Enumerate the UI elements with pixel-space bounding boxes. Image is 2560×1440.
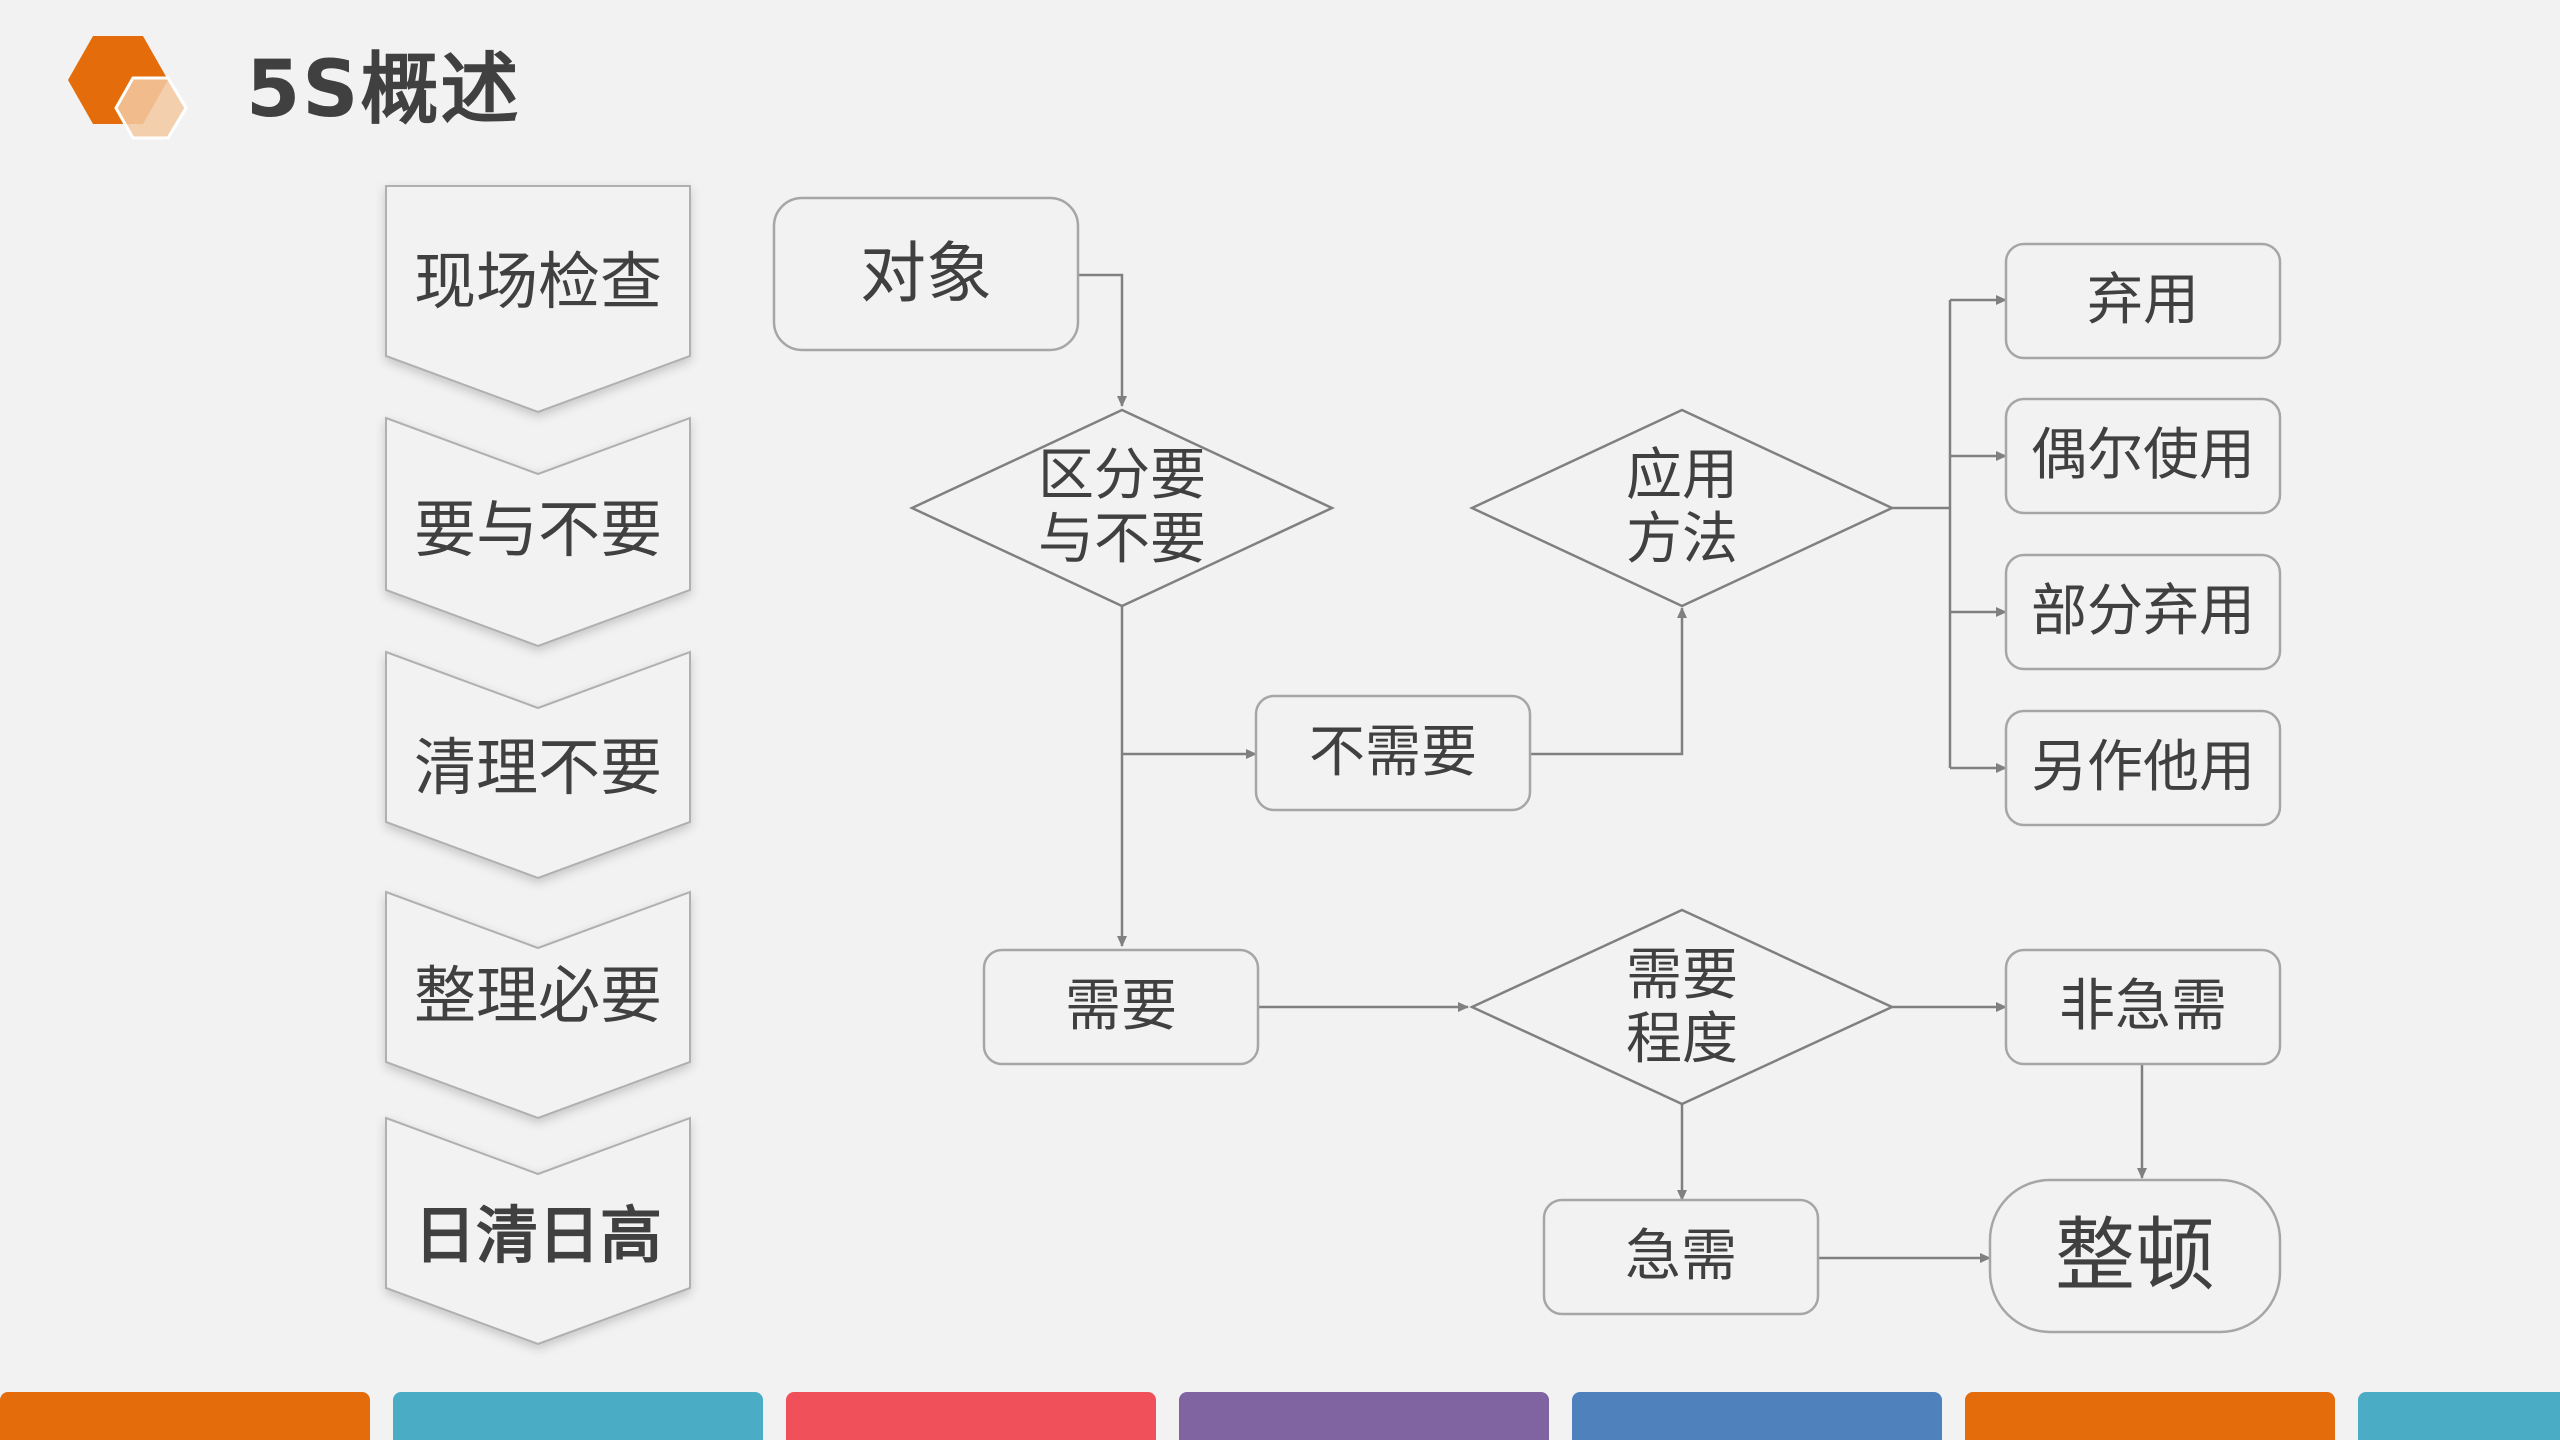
step-label-4: 整理必要 [413, 959, 662, 1032]
not-needed-box [1254, 694, 1532, 812]
object-box [772, 196, 1080, 352]
bottom-bar-3 [786, 1392, 1156, 1440]
step-chevron-3 [385, 650, 691, 880]
step-label-5: 日清日高 [413, 1199, 662, 1272]
apply-method-label: 应用 方法 [1522, 430, 1842, 586]
distinguish-label-line1: 区分要 [1038, 442, 1206, 508]
apply-method-label-line1: 应用 [1626, 442, 1738, 508]
method-box-3 [2004, 553, 2282, 671]
page-title: 5S概述 [246, 45, 521, 135]
method-label-2: 偶尔使用 [2031, 422, 2255, 488]
connector-object-distinguish [1078, 273, 1127, 407]
need-degree-label-line1: 需要 [1626, 942, 1738, 1008]
not-needed-label: 不需要 [1309, 719, 1477, 785]
distinguish-diamond [909, 408, 1335, 608]
step-chevron-4 [385, 890, 691, 1120]
apply-diamond [1469, 408, 1895, 608]
step-label-2: 要与不要 [413, 493, 662, 566]
distinguish-label-line2: 与不要 [1038, 507, 1206, 572]
method-label-3: 部分弃用 [2031, 578, 2255, 644]
method-label-4: 另作他用 [2031, 734, 2255, 800]
bottom-bar-7 [2358, 1392, 2560, 1440]
arrange-label: 整顿 [2055, 1209, 2215, 1302]
method-box-4 [2004, 709, 2282, 827]
urgent-box [1542, 1198, 1820, 1316]
connector-notneeded-apply [1530, 607, 1687, 756]
method-label-1: 弃用 [2087, 267, 2199, 333]
step-chevron-1 [385, 185, 691, 414]
method-box-2 [2004, 397, 2282, 515]
distinguish-label: 区分要 与不要 [962, 430, 1282, 586]
bottom-bar-4 [1179, 1392, 1549, 1440]
method-box-1 [2004, 242, 2282, 360]
bottom-bar-1 [0, 1392, 370, 1440]
non-urgent-label: 非急需 [2059, 973, 2227, 1039]
arrange-box [1988, 1178, 2282, 1334]
bottom-bar-5 [1572, 1392, 1942, 1440]
non-urgent-box [2004, 948, 2282, 1066]
hexagon-logo-icon [68, 36, 188, 140]
bottom-bar-2 [393, 1392, 763, 1440]
need-degree-label-line2: 程度 [1626, 1007, 1738, 1072]
step-chevron-5 [385, 1116, 691, 1346]
needed-box [982, 948, 1260, 1066]
step-label-1: 现场检查 [413, 245, 662, 318]
need-degree-label: 需要 程度 [1522, 930, 1842, 1086]
bottom-bar-6 [1965, 1392, 2335, 1440]
step-label-3: 清理不要 [413, 731, 662, 804]
object-label: 对象 [860, 235, 992, 313]
need-degree-diamond [1469, 908, 1895, 1106]
step-chevron-2 [385, 416, 691, 648]
urgent-label: 急需 [1625, 1223, 1737, 1289]
needed-label: 需要 [1065, 973, 1177, 1039]
apply-method-label-line2: 方法 [1626, 507, 1738, 572]
